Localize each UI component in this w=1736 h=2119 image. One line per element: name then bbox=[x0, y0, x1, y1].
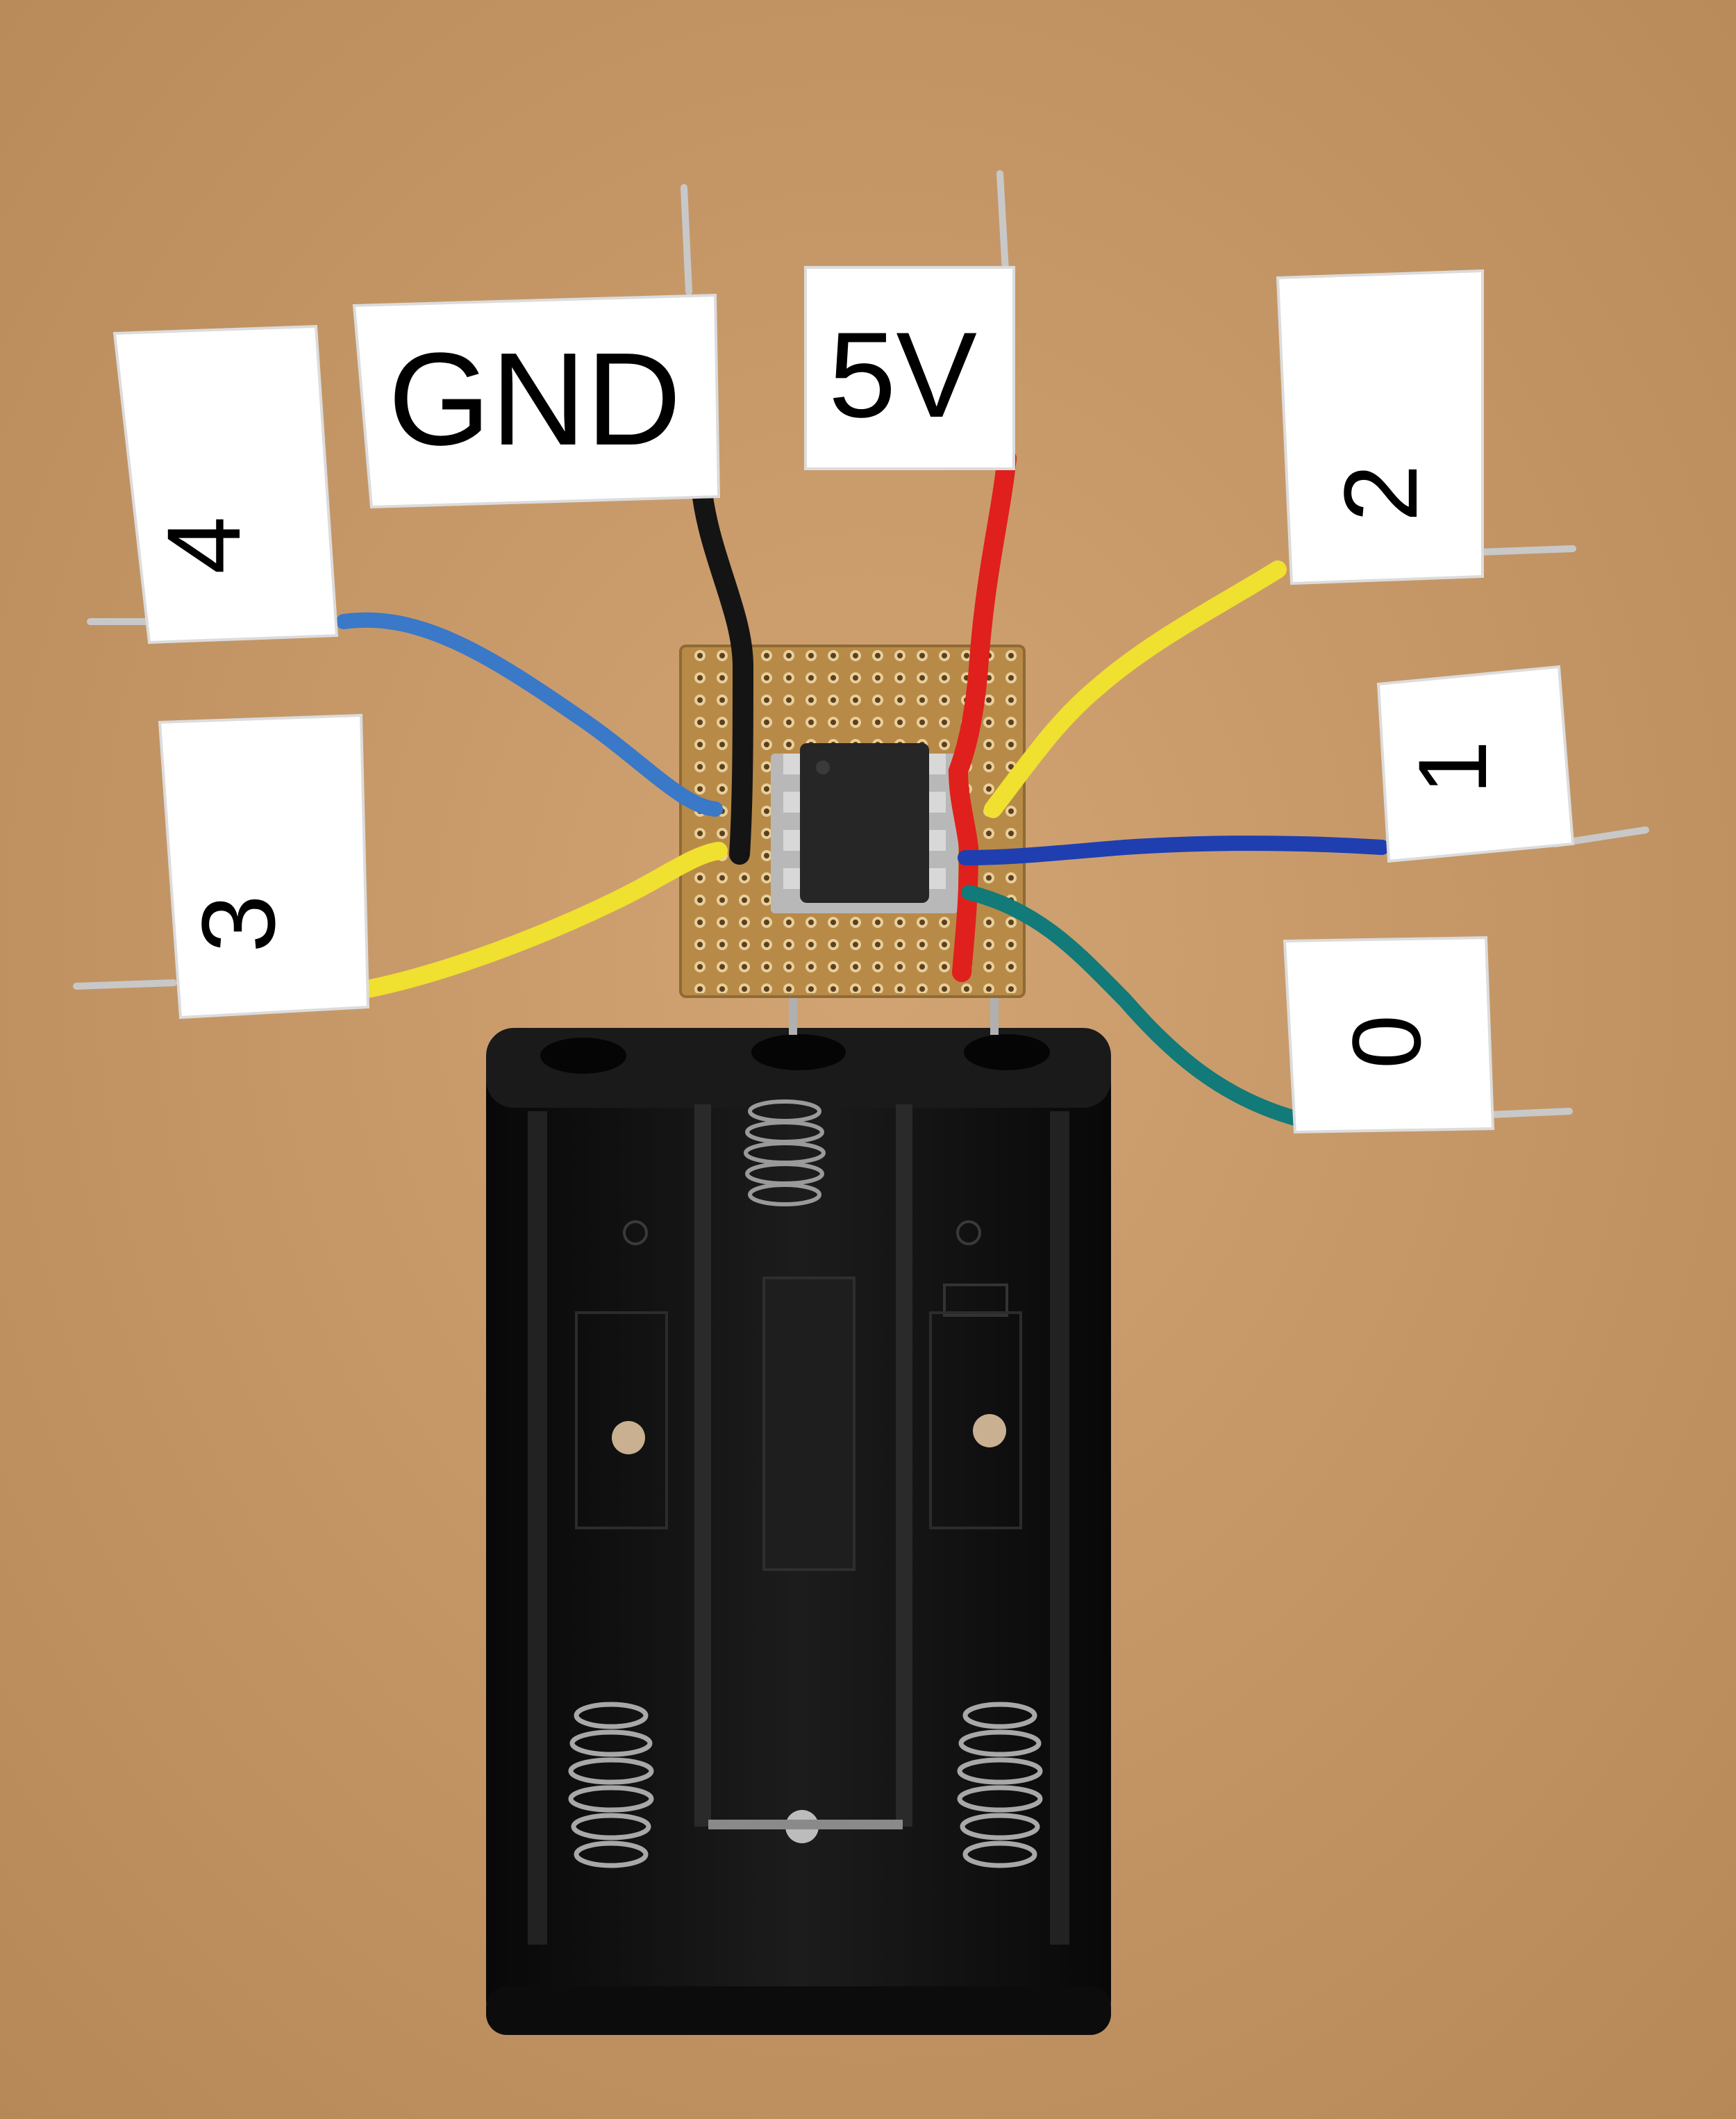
pin-end-0 bbox=[1486, 1108, 1573, 1118]
label-pin2-text: 2 bbox=[1322, 464, 1439, 522]
label-pin0-text: 0 bbox=[1332, 1015, 1441, 1069]
wire-blue-pin1 bbox=[958, 836, 1389, 865]
pin-end-2 bbox=[1476, 545, 1576, 556]
wire-yellow-pin2 bbox=[984, 560, 1287, 818]
label-pin3: 3 bbox=[158, 713, 370, 1020]
label-pin1-text: 1 bbox=[1398, 740, 1507, 795]
label-pin0: 0 bbox=[1283, 936, 1495, 1134]
label-5v-text: 5V bbox=[828, 308, 977, 443]
label-pin1: 1 bbox=[1376, 665, 1575, 863]
spring-bottom-right bbox=[957, 1702, 1043, 1868]
spring-bottom-left bbox=[568, 1702, 654, 1868]
label-pin4-text: 4 bbox=[145, 516, 262, 574]
battery-holder bbox=[486, 1028, 1111, 2035]
label-pin2: 2 bbox=[1276, 269, 1484, 585]
label-gnd: GND bbox=[352, 293, 721, 509]
wire-black-gnd bbox=[691, 476, 754, 865]
pin-end-5v bbox=[996, 170, 1009, 274]
label-gnd-text: GND bbox=[388, 326, 681, 473]
wire-blue-pin4 bbox=[336, 612, 723, 817]
label-pin4: 4 bbox=[112, 324, 339, 645]
wire-yellow-pin3 bbox=[356, 842, 728, 999]
label-5v: 5V bbox=[804, 266, 1015, 470]
wire-teal-pin0 bbox=[961, 885, 1303, 1126]
pin-end-3 bbox=[73, 979, 177, 990]
ic-chip bbox=[771, 743, 958, 913]
label-pin3-text: 3 bbox=[180, 895, 297, 952]
pin-end-gnd bbox=[681, 184, 692, 295]
spring-top bbox=[744, 1099, 826, 1206]
